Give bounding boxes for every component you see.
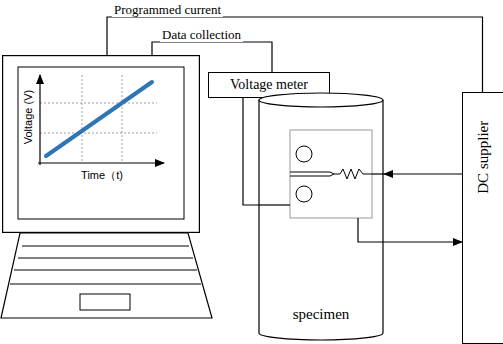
dc-supplier-box: DC supplier [462, 92, 503, 344]
cylinder-outline [258, 92, 384, 342]
specimen-cylinder: specimen [258, 92, 384, 342]
specimen-label: specimen [293, 306, 350, 323]
device-label: DC supplier [475, 121, 492, 194]
signal-label: Programmed current [112, 3, 223, 17]
laptop-base [1, 233, 212, 318]
axis-label: Voltage (V) [22, 90, 34, 144]
keyboard-rows [10, 246, 201, 284]
trackpad [80, 294, 130, 310]
laptop-monitor: Voltage (V) Time（t) [2, 55, 200, 233]
wire [384, 173, 462, 174]
signal-label: Data collection [160, 28, 243, 42]
ct-specimen [290, 130, 372, 218]
wire [384, 241, 462, 242]
axis-label: Time（t) [81, 169, 123, 181]
wire [243, 98, 258, 205]
device-label: Voltage meter [230, 77, 308, 92]
